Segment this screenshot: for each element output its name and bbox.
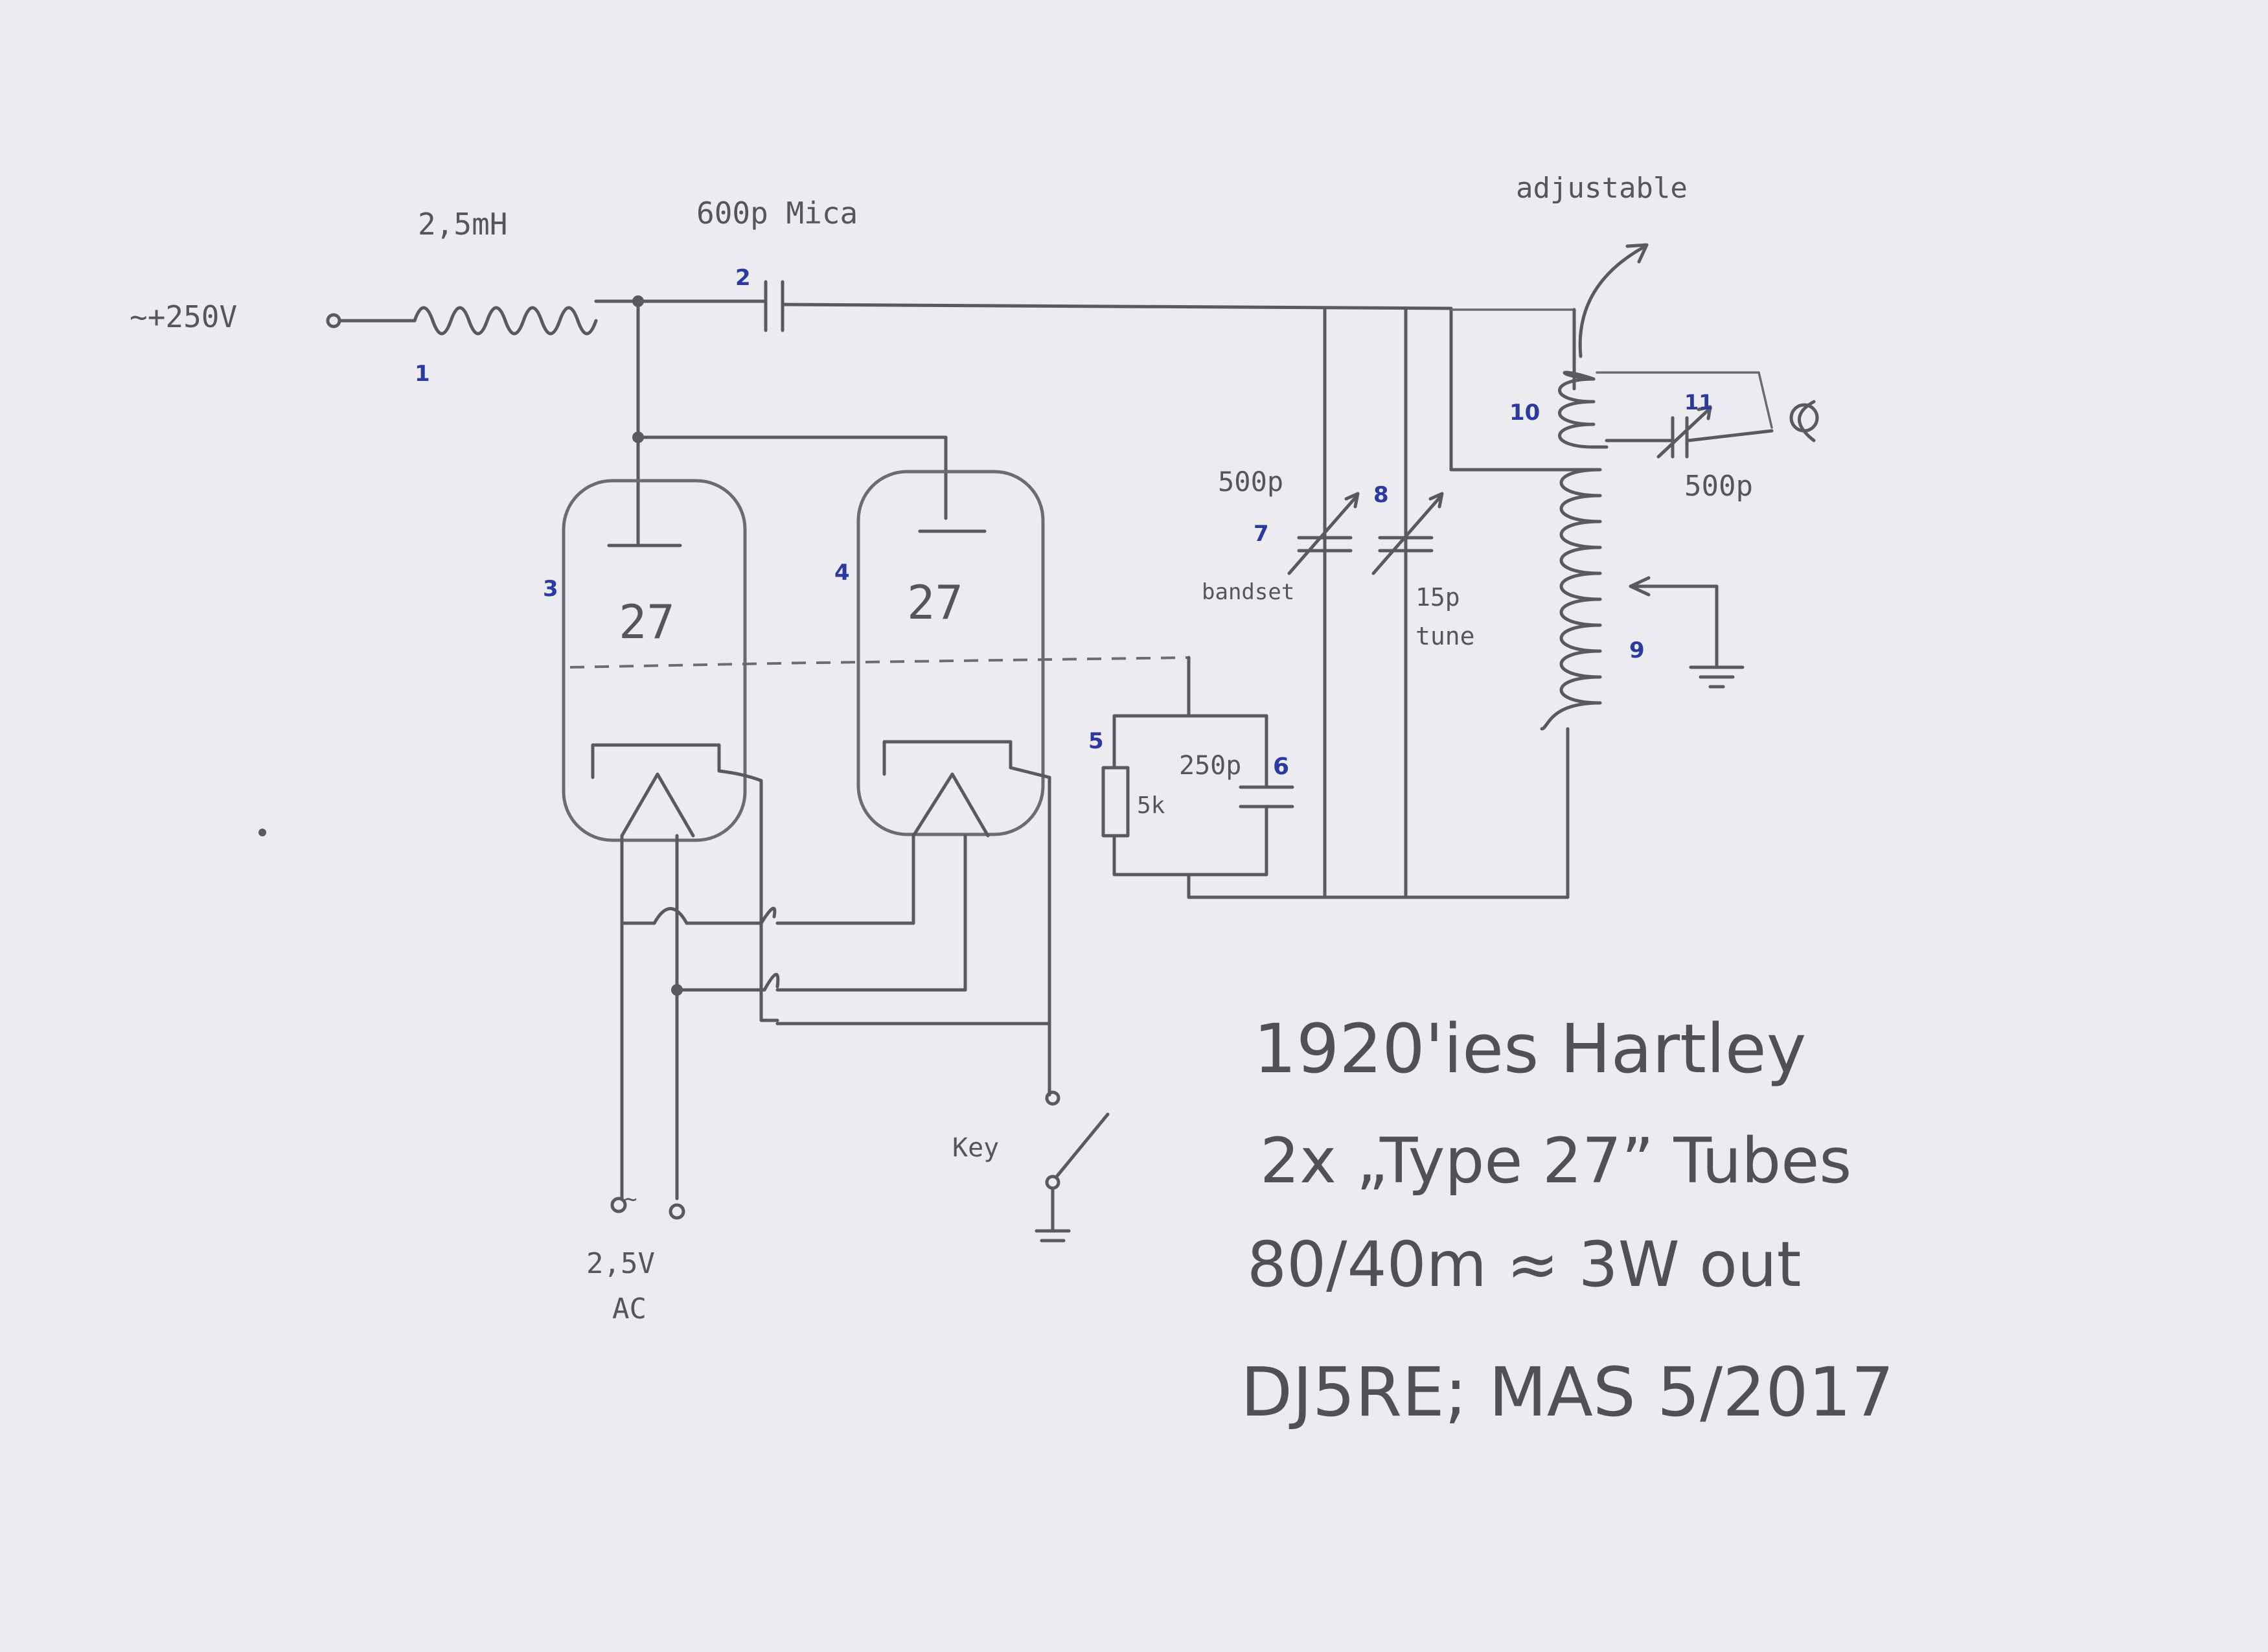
part-number: 7 xyxy=(1254,521,1269,547)
part-number: 1 xyxy=(415,361,430,387)
filament-terminal xyxy=(610,1197,627,1213)
title-notes: 1920'ies Hartley 2x „Type 27” Tubes 80/4… xyxy=(1241,1009,1894,1432)
part-numbers: 1 2 3 4 5 6 7 8 9 10 11 xyxy=(415,265,1713,780)
cathode xyxy=(882,740,1013,776)
tank-circuit xyxy=(1187,243,1819,899)
choke-value-label: 2,5mH xyxy=(418,207,507,242)
note-title: 1920'ies Hartley xyxy=(1254,1009,1806,1088)
filament-type-label: AC xyxy=(612,1292,647,1325)
supply-line xyxy=(326,280,1453,520)
resistor-label: 5k xyxy=(1137,792,1165,819)
bandset-capacitor xyxy=(1287,492,1360,575)
part-number: 10 xyxy=(1509,400,1540,426)
part-number: 6 xyxy=(1273,753,1289,780)
tank-coil xyxy=(1449,468,1602,731)
part-number: 11 xyxy=(1684,390,1713,415)
tune-value-label: 15p xyxy=(1415,583,1460,612)
adjustable-label: adjustable xyxy=(1516,172,1688,205)
filament-wiring xyxy=(610,775,1051,1220)
note-author: DJ5RE; MAS 5/2017 xyxy=(1241,1353,1894,1432)
coupling-cap-label: 600p Mica xyxy=(696,196,858,231)
tune-capacitor xyxy=(1371,492,1444,575)
adjustable-arrow-icon xyxy=(1578,244,1647,358)
labels: ~+250V 2,5mH 600p Mica adjustable 500p b… xyxy=(130,172,1753,1325)
part-number: 3 xyxy=(543,576,558,602)
resistor xyxy=(1101,766,1130,838)
part-number: 9 xyxy=(1629,637,1645,663)
bandset-value-label: 500p xyxy=(1218,466,1283,498)
filament-terminal xyxy=(669,1203,685,1220)
grid-leak xyxy=(1101,656,1294,899)
tube-right xyxy=(816,470,1189,838)
grid-cap-label: 250p xyxy=(1179,751,1241,781)
bandset-label: bandset xyxy=(1202,579,1294,605)
filament xyxy=(620,772,695,838)
rf-choke-coil xyxy=(413,306,598,336)
supply-terminal xyxy=(326,313,341,328)
morse-key xyxy=(1035,1090,1110,1243)
grid-line xyxy=(569,661,810,669)
supply-label: ~+250V xyxy=(130,299,237,334)
filament-ac-symbol: ~ xyxy=(624,1186,637,1212)
link-coil xyxy=(1558,371,1609,449)
tube-left-label: 27 xyxy=(619,595,675,649)
tune-label: tune xyxy=(1415,622,1475,650)
tube-left xyxy=(562,479,810,842)
part-number: 2 xyxy=(735,265,751,291)
part-number: 5 xyxy=(1088,728,1104,754)
part-number: 8 xyxy=(1373,482,1389,508)
cathode xyxy=(591,743,721,779)
key-label: Key xyxy=(952,1133,999,1163)
note-output: 80/40m ≈ 3W out xyxy=(1247,1228,1801,1301)
output-cap-label: 500p xyxy=(1684,470,1753,503)
part-number: 4 xyxy=(834,560,850,586)
note-tubes: 2x „Type 27” Tubes xyxy=(1260,1125,1851,1197)
filament xyxy=(911,772,990,838)
grid-line xyxy=(816,656,1189,664)
filament-voltage-label: 2,5V xyxy=(586,1247,655,1280)
tube-right-label: 27 xyxy=(907,575,963,630)
